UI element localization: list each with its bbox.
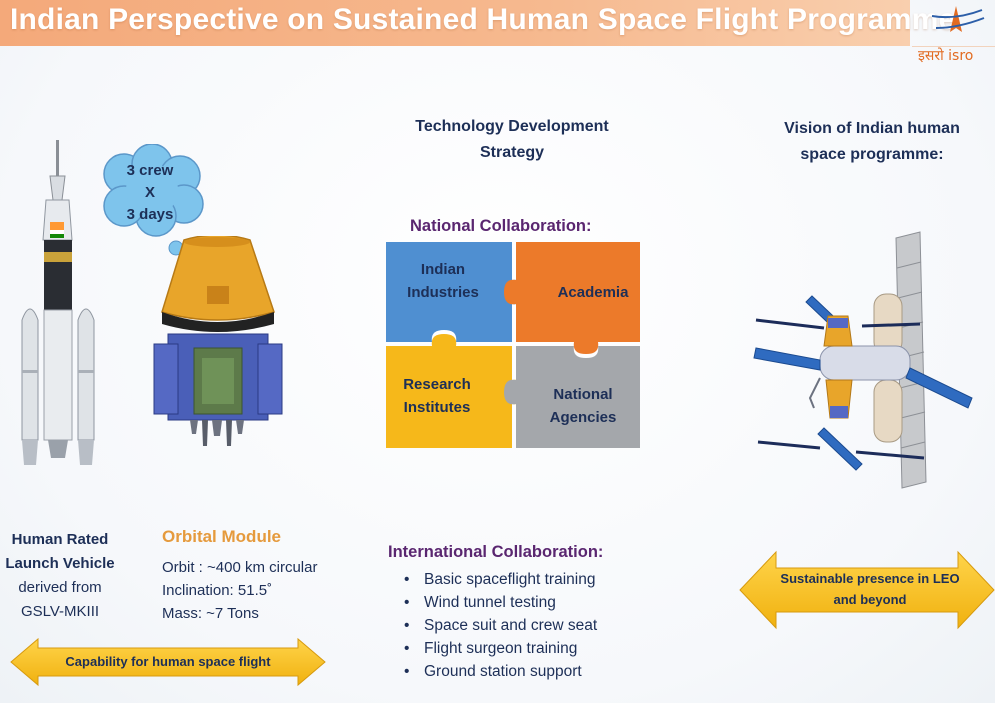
heading-line: Vision of Indian human: [784, 120, 960, 137]
orbital-module-specs: Orbit : ~400 km circular Inclination: 51…: [162, 556, 317, 625]
puzzle-agencies: National Agencies: [540, 383, 626, 429]
spec-inclination: Inclination: 51.5˚: [162, 582, 273, 599]
puzzle-academia: Academia: [557, 284, 629, 301]
caption-line: GSLV-MKIII: [20, 603, 100, 620]
national-collaboration-title: National Collaboration:: [410, 217, 592, 235]
list-item: Ground station support: [400, 660, 660, 683]
crew-info: 3 crew X 3 days: [118, 160, 182, 226]
arrow-label-line: and beyond: [833, 592, 907, 607]
capability-arrow: [10, 637, 326, 687]
sustainable-presence-label: Sustainable presence in LEO and beyond: [770, 568, 970, 610]
heading-line: Strategy: [479, 144, 545, 161]
international-collaboration-list: Basic spaceflight training Wind tunnel t…: [400, 568, 660, 683]
heading-line: space programme:: [800, 146, 944, 163]
list-item: Flight surgeon training: [400, 637, 660, 660]
heading-line: Technology Development: [415, 118, 609, 135]
vision-heading: Vision of Indian human space programme:: [752, 116, 992, 168]
international-collaboration-title: International Collaboration:: [388, 543, 604, 561]
caption-line: Human Rated: [11, 531, 109, 548]
sustainable-presence-arrow: [739, 550, 995, 630]
crew-line: 3 crew: [126, 162, 174, 179]
puzzle-line: Industries: [407, 284, 479, 301]
page-title: Indian Perspective on Sustained Human Sp…: [10, 3, 956, 36]
capability-arrow-label: Capability for human space flight: [65, 654, 271, 669]
crew-line: X: [144, 184, 155, 201]
puzzle-research: Research Institutes: [394, 373, 480, 419]
arrow-label-line: Sustainable presence in LEO: [780, 571, 960, 586]
collaboration-puzzle: [386, 242, 640, 448]
puzzle-line: Indian: [420, 261, 466, 278]
space-station-illustration: [753, 231, 973, 489]
caption-line: derived from: [18, 579, 102, 596]
list-item: Wind tunnel testing: [400, 591, 660, 614]
puzzle-line: National: [553, 386, 613, 403]
launch-vehicle-illustration: [21, 140, 95, 465]
isro-logo-text: इसरो isro: [918, 48, 974, 64]
crew-cloud-bubble: [103, 144, 204, 256]
tech-strategy-heading: Technology Development Strategy: [392, 114, 632, 166]
spec-mass: Mass: ~7 Tons: [162, 605, 259, 622]
launch-vehicle-caption: Human Rated Launch Vehicle derived from …: [0, 528, 120, 624]
list-item: Space suit and crew seat: [400, 614, 660, 637]
puzzle-line: Research: [403, 376, 471, 393]
caption-line: Launch Vehicle: [5, 555, 115, 572]
orbital-module-title: Orbital Module: [162, 527, 281, 546]
spec-orbit: Orbit : ~400 km circular: [162, 559, 318, 576]
title-banner: [0, 0, 910, 46]
puzzle-industries: Indian Industries: [400, 258, 486, 304]
puzzle-line: Institutes: [403, 399, 471, 416]
list-item: Basic spaceflight training: [400, 568, 660, 591]
crew-line: 3 days: [126, 206, 174, 223]
isro-logo: [912, 6, 995, 47]
orbital-module-illustration: [153, 236, 283, 446]
puzzle-line: Agencies: [549, 409, 617, 426]
